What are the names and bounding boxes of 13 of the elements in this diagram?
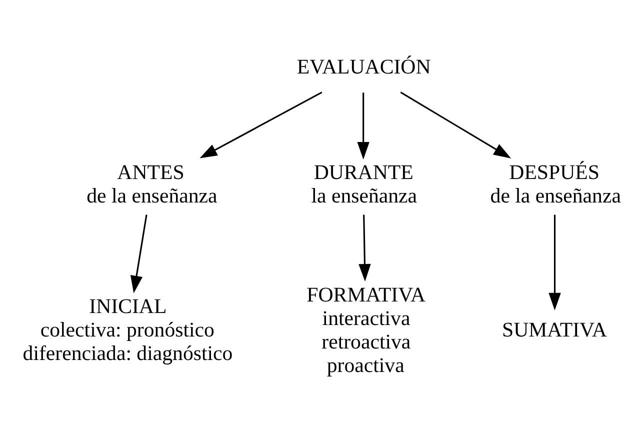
node-text: FORMATIVA interactiva retroactiva proactiva bbox=[306, 282, 426, 377]
arrow bbox=[130, 214, 148, 294]
arrow bbox=[358, 214, 371, 282]
arrow bbox=[357, 92, 370, 160]
node-text: INICIAL colectiva: pronóstico diferenciada: diagnóstico bbox=[22, 294, 233, 366]
node-text: DURANTE la enseñanza bbox=[311, 160, 418, 208]
arrow bbox=[200, 92, 322, 158]
arrow bbox=[400, 92, 512, 158]
node-text: DESPUÉS de la enseñanza bbox=[490, 160, 621, 208]
node-text: ANTES de la enseñanza bbox=[86, 160, 218, 208]
arrow bbox=[548, 214, 561, 310]
node-text: EVALUACIÓN bbox=[296, 54, 431, 79]
node-text: SUMATIVA bbox=[502, 318, 607, 342]
